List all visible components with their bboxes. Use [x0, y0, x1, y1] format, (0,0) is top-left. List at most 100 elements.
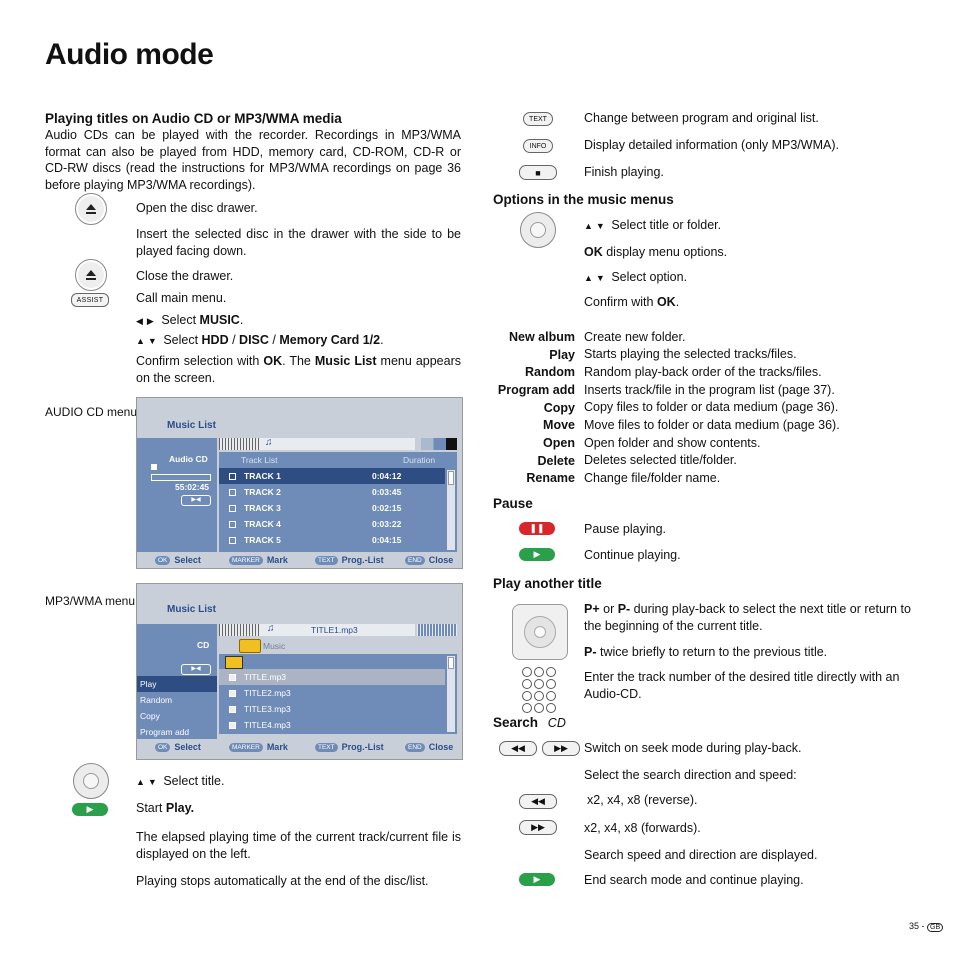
select-title-folder-line: ▲▼ Select title or folder.: [584, 218, 722, 232]
up-down-arrows-icon: ▲▼: [584, 273, 608, 283]
file-icon: [229, 673, 236, 681]
remote-key-icon: END: [405, 742, 425, 752]
file-name: TITLE.mp3: [244, 672, 287, 682]
up-down-arrows-icon: ▲▼: [584, 221, 608, 231]
track-row[interactable]: TRACK 2 0:03:45: [219, 484, 445, 500]
keypad-key-icon: [522, 679, 532, 689]
playback-mode-icon: ▶◀: [181, 664, 211, 675]
track-name: TRACK 1: [244, 471, 281, 481]
play-button-icon: ▶: [519, 873, 555, 886]
parent-folder-icon[interactable]: [225, 656, 243, 669]
section-title-playing: Playing titles on Audio CD or MP3/WMA me…: [45, 111, 342, 126]
continue-playing-text: Continue playing.: [584, 548, 681, 562]
key-action-label: Prog.-List: [341, 555, 384, 565]
options-section-title: Options in the music menus: [493, 192, 674, 207]
file-name: TITLE3.mp3: [244, 704, 291, 714]
pplus-text: P+ or P- during play-back to select the …: [584, 602, 911, 633]
option-name: Delete: [537, 453, 575, 468]
file-row[interactable]: TITLE3.mp3: [219, 701, 445, 717]
remote-key-icon: TEXT: [315, 742, 338, 752]
menu-option[interactable]: Copy: [140, 711, 160, 721]
checkbox-icon[interactable]: [229, 488, 236, 496]
track-duration: 0:03:45: [372, 487, 402, 497]
key-action-label: Close: [428, 555, 454, 565]
playback-mode-icon: ▶◀: [181, 495, 211, 506]
scrollbar-thumb[interactable]: [448, 471, 454, 485]
screen-title: Music List: [167, 604, 216, 615]
file-row[interactable]: TITLE.mp3: [219, 669, 445, 685]
insert-disc-text: Insert the selected disc in the drawer w…: [136, 227, 461, 258]
now-playing-bar: ♫: [219, 437, 415, 450]
text-button-icon: TEXT: [523, 112, 553, 126]
checkbox-icon[interactable]: [229, 504, 236, 512]
track-name: TRACK 4: [244, 519, 281, 529]
ok-display-line: OK display menu options.: [584, 245, 728, 259]
change-list-text: Change between program and original list…: [584, 111, 819, 125]
option-desc: Change file/folder name.: [584, 471, 721, 486]
menu-option[interactable]: Program add: [140, 727, 190, 737]
folder-bar: Music: [219, 638, 457, 654]
file-row[interactable]: TITLE2.mp3: [219, 685, 445, 701]
another-title-section-title: Play another title: [493, 576, 602, 591]
search-section-title: Search CD: [493, 715, 566, 730]
file-name: TITLE4.mp3: [244, 720, 291, 730]
close-drawer-text: Close the drawer.: [136, 269, 234, 283]
remote-key-icon: TEXT: [315, 555, 338, 565]
option-row: Rename Change file/folder name.: [492, 470, 912, 488]
volume-indicator: [421, 438, 457, 450]
option-desc: Create new folder.: [584, 329, 686, 344]
eject-button-icon: [75, 259, 107, 291]
enter-track-text: Enter the track number of the desired ti…: [584, 670, 900, 701]
language-badge: GB: [927, 923, 944, 932]
eject-button-icon: [75, 193, 107, 225]
scrollbar[interactable]: [447, 470, 455, 550]
info-button-icon: INFO: [523, 139, 553, 153]
option-name: Rename: [526, 471, 575, 486]
key-action-label: Mark: [266, 742, 288, 752]
option-desc: Move files to folder or data medium (pag…: [584, 418, 840, 433]
forwards-text: x2, x4, x8 (forwards).: [584, 821, 701, 835]
rewind-button-icon: ◀◀: [499, 741, 537, 756]
checkbox-icon[interactable]: [229, 536, 236, 544]
finish-text: Finish playing.: [584, 165, 664, 179]
track-duration: 0:04:15: [372, 535, 402, 545]
page-number: 35 - GB: [909, 921, 944, 932]
keypad-key-icon: [546, 691, 556, 701]
scrollbar[interactable]: [447, 656, 455, 732]
checkbox-icon[interactable]: [229, 472, 236, 480]
keypad-key-icon: [534, 679, 544, 689]
file-icon: [229, 689, 236, 697]
speed-displayed-text: Search speed and direction are displayed…: [584, 848, 818, 862]
menu-option[interactable]: Play: [137, 676, 217, 692]
seek-mode-text: Switch on seek mode during play-back.: [584, 741, 802, 755]
fast-forward-button-icon: ▶▶: [519, 820, 557, 835]
track-name: TRACK 2: [244, 487, 281, 497]
remote-key-icon: OK: [155, 555, 171, 565]
audio-cd-menu-screen: Music List Audio CD 55:02:45 ▶◀ ♫ Track …: [136, 397, 463, 569]
remote-control-pad-icon: [512, 604, 568, 660]
scrollbar-thumb[interactable]: [448, 657, 454, 669]
menu-option[interactable]: Random: [140, 695, 173, 705]
stops-text: Playing stops automatically at the end o…: [136, 874, 429, 888]
assist-button-icon: ASSIST: [71, 293, 109, 307]
option-desc: Starts playing the selected tracks/files…: [584, 347, 797, 362]
pminus-text: P- twice briefly to return to the previo…: [584, 645, 828, 659]
select-option-line: ▲▼ Select option.: [584, 270, 688, 284]
file-row[interactable]: TITLE4.mp3: [219, 717, 445, 733]
checkbox-icon[interactable]: [229, 520, 236, 528]
